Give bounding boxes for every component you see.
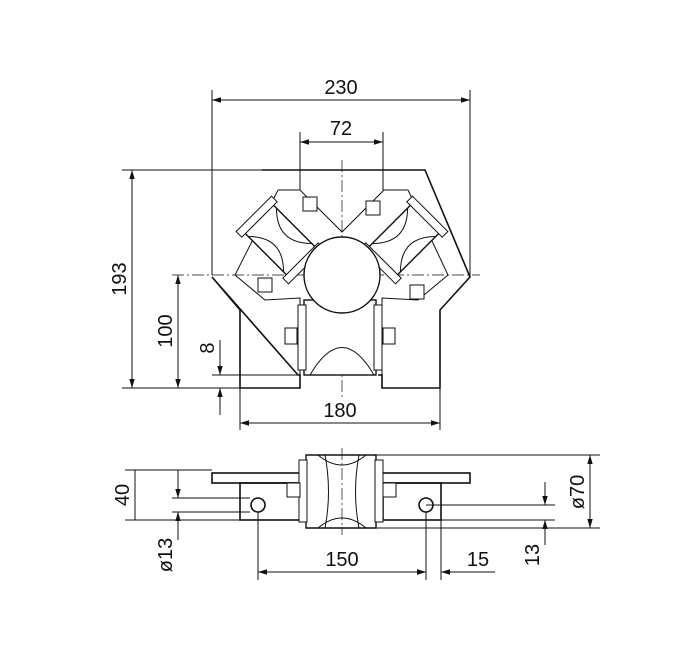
dim-text-180: 180 [323,400,356,422]
cable-circle [303,236,381,314]
top-roller [305,454,377,529]
right-plate [377,472,471,484]
dim-text-8: 8 [197,342,219,353]
top-view: 40 ø13 150 15 ø70 13 [112,448,600,580]
dim-text-40: 40 [112,484,134,506]
dim-text-150: 150 [325,549,358,571]
dim-text-100: 100 [155,314,177,347]
dim-text-72: 72 [330,118,352,140]
dim-text-230: 230 [324,77,357,99]
front-view: 230 72 193 100 8 180 [109,77,480,430]
dim-text-193: 193 [109,262,131,295]
bolt [302,196,318,212]
dim-text-13-diameter: ø13 [155,538,177,572]
dim-text-70-diameter: ø70 [567,475,589,509]
dim-text-15: 15 [467,549,489,571]
bolt [257,277,273,293]
hole-left [250,497,266,513]
bolt [365,200,381,216]
dim-text-13: 13 [522,544,544,566]
left-plate [211,472,308,484]
bolt [409,284,425,300]
